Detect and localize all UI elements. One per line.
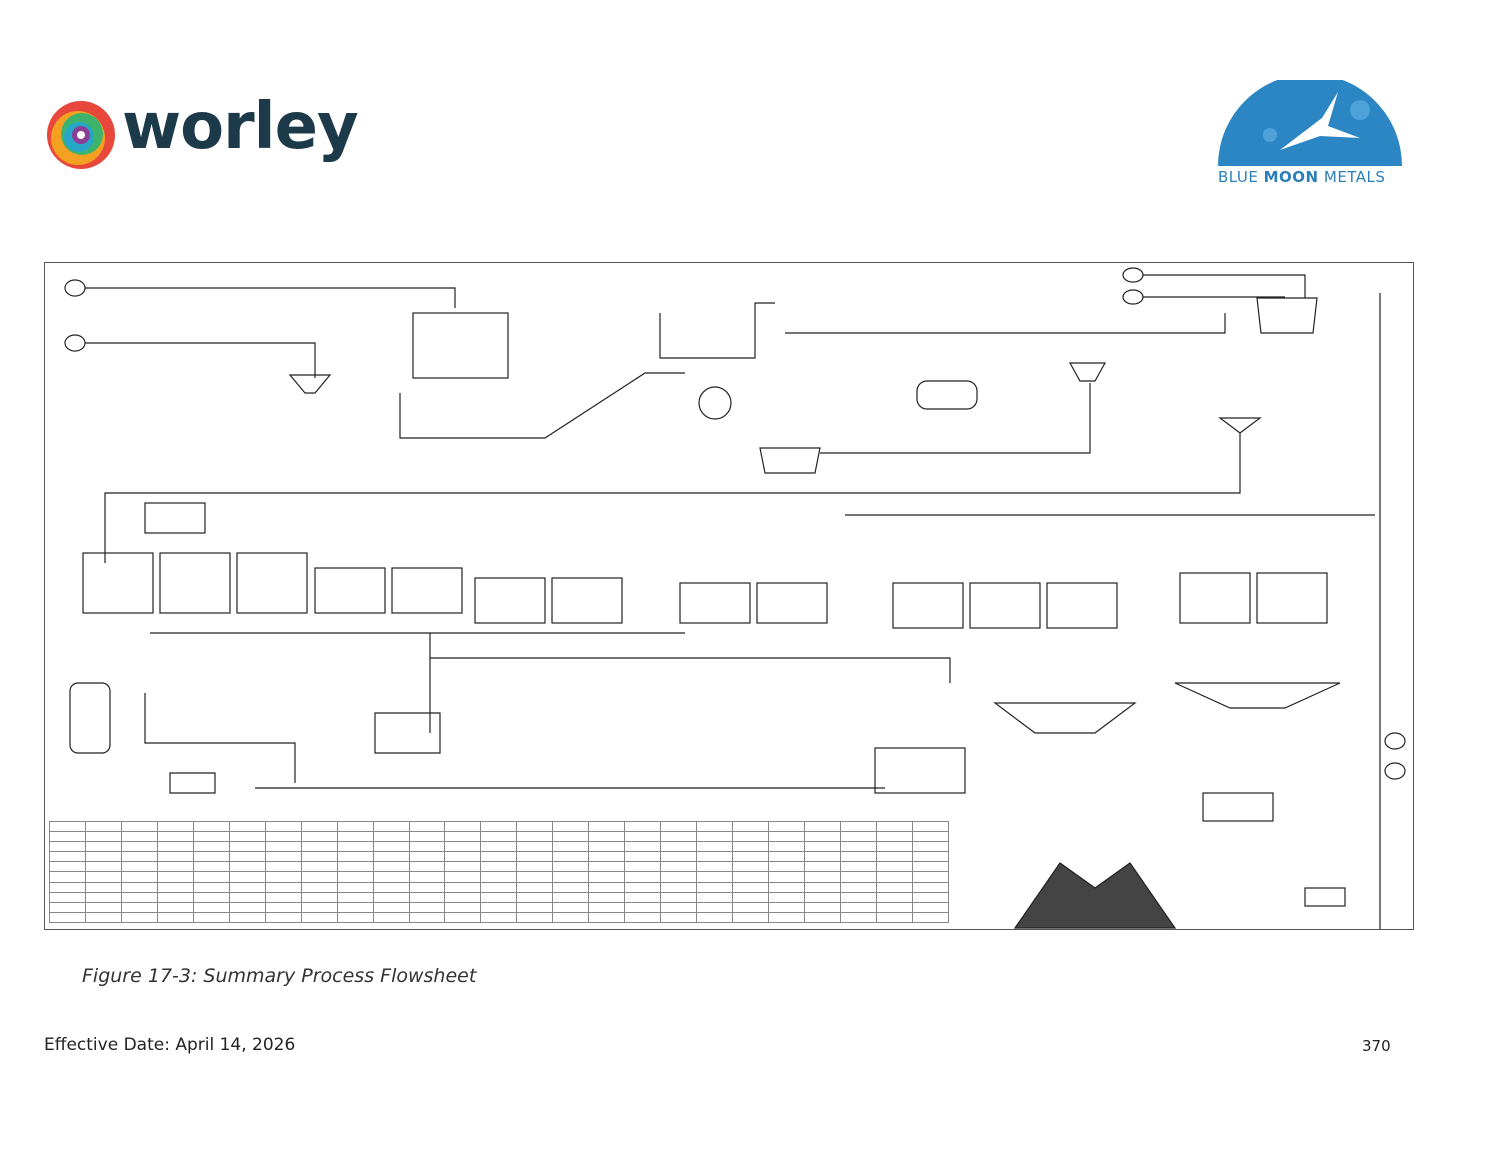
worley-swirl-icon [47, 101, 115, 169]
concentrate-filter [874, 747, 966, 794]
mill-discharge-sump [759, 447, 821, 474]
stream-summary-table [49, 820, 950, 924]
rougher-flotation-row [82, 552, 828, 624]
regrind-mill [69, 682, 111, 754]
sag-mill [698, 386, 732, 420]
worley-logo: worley [42, 90, 372, 176]
conditioning-tank [144, 502, 206, 534]
concentrate-thickener [993, 702, 1137, 734]
blue-moon-metals-logo: BLUE MOON METALS [1210, 74, 1420, 195]
flowsheet-diagram [64, 267, 1406, 929]
effective-date: Effective Date: April 14, 2026 [44, 1035, 296, 1055]
figure-caption: Figure 17-3: Summary Process Flowsheet [82, 965, 477, 987]
worley-wordmark: worley [122, 90, 359, 164]
process-flowsheet-figure [44, 262, 1414, 930]
ball-mill [916, 380, 978, 410]
tailings-disposal [1304, 887, 1346, 907]
water-tank [1256, 297, 1318, 334]
regrind-sump [374, 712, 441, 754]
blue-moon-metals-wordmark: BLUE MOON METALS [1218, 168, 1386, 186]
stockpile-bin [412, 312, 509, 379]
feed-node [64, 279, 86, 297]
tailings-thickener [1174, 682, 1341, 709]
tailings-filter [1202, 792, 1274, 822]
page-number: 370 [1362, 1037, 1391, 1055]
cleaner-flotation-row [892, 572, 1328, 629]
moon-bird-icon [1218, 74, 1402, 166]
concentrate-stockpile [1013, 862, 1177, 929]
feed-node [64, 334, 86, 352]
